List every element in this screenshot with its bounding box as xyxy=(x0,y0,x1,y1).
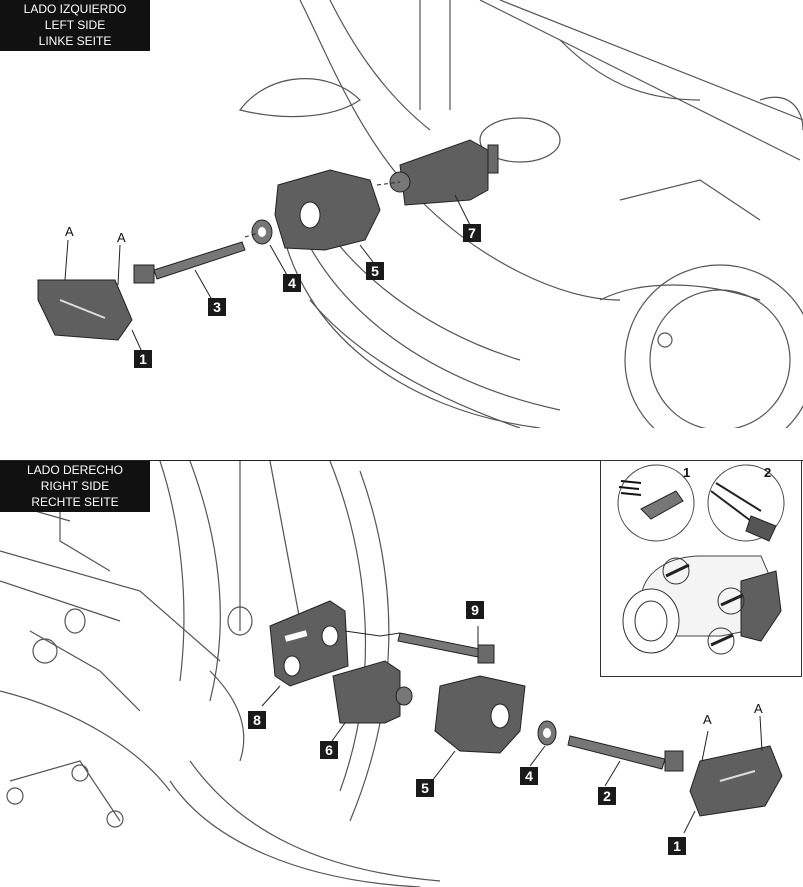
label-line: LEFT SIDE xyxy=(44,18,106,32)
label-line: LADO DERECHO xyxy=(26,463,124,477)
callout-part: 3 xyxy=(208,298,226,316)
spacer-7 xyxy=(389,139,499,206)
bracket-8 xyxy=(269,600,349,687)
label-line: RECHTE SEITE xyxy=(31,495,119,509)
callout-part: 2 xyxy=(598,787,616,805)
side-label-left: LADO IZQUIERDO LEFT SIDE LINKE SEITE xyxy=(0,0,150,51)
inset-step-number: 1 xyxy=(683,465,691,480)
washer-4b xyxy=(537,720,557,746)
callout-part: 5 xyxy=(416,779,434,797)
frame-slider-cap-1 xyxy=(37,279,133,341)
label-line: RIGHT SIDE xyxy=(40,479,110,493)
callout-part: 6 xyxy=(320,741,338,759)
frame-line xyxy=(479,0,801,161)
panel-divider xyxy=(0,428,803,460)
side-label-right: LADO DERECHO RIGHT SIDE RECHTE SEITE xyxy=(0,461,150,512)
callout-part: 1 xyxy=(134,350,152,368)
frame-slider-cap-1b xyxy=(689,745,783,817)
slider-body-5 xyxy=(274,169,381,251)
bolt-3 xyxy=(133,241,246,284)
callout-part: 7 xyxy=(463,224,481,242)
callout-part: 9 xyxy=(466,601,484,619)
point-letter: A xyxy=(65,224,74,239)
point-letter: A xyxy=(703,712,712,727)
frame-line xyxy=(329,0,431,131)
inset-step-number: 2 xyxy=(764,465,772,480)
point-letter: A xyxy=(117,230,126,245)
callout-part: 5 xyxy=(366,262,384,280)
bolt-2 xyxy=(567,735,684,772)
assembly-detail-inset: 1 2 xyxy=(600,460,802,677)
frame-line xyxy=(189,461,221,702)
washer-4 xyxy=(251,219,273,245)
turn-signal-outline xyxy=(238,78,361,118)
step-2-circle xyxy=(707,464,785,542)
left-side-panel: LADO IZQUIERDO LEFT SIDE LINKE SEITE A A… xyxy=(0,0,803,429)
bolt-9 xyxy=(397,632,495,664)
callout-part: 4 xyxy=(520,767,538,785)
callout-part: 1 xyxy=(668,837,686,855)
inset-drawing xyxy=(617,464,785,655)
label-line: LADO IZQUIERDO xyxy=(23,2,127,16)
left-side-drawing xyxy=(37,0,803,428)
frame-line xyxy=(159,461,185,682)
label-line: LINKE SEITE xyxy=(38,34,112,48)
frame-line xyxy=(499,0,803,121)
point-letter: A xyxy=(754,701,763,716)
spacer-6 xyxy=(332,660,413,724)
callout-part: 8 xyxy=(248,711,266,729)
step-1-circle xyxy=(617,464,695,542)
slider-body-5b xyxy=(434,675,526,754)
callout-part: 4 xyxy=(283,274,301,292)
frame-line xyxy=(269,461,301,622)
right-side-drawing xyxy=(0,461,783,887)
